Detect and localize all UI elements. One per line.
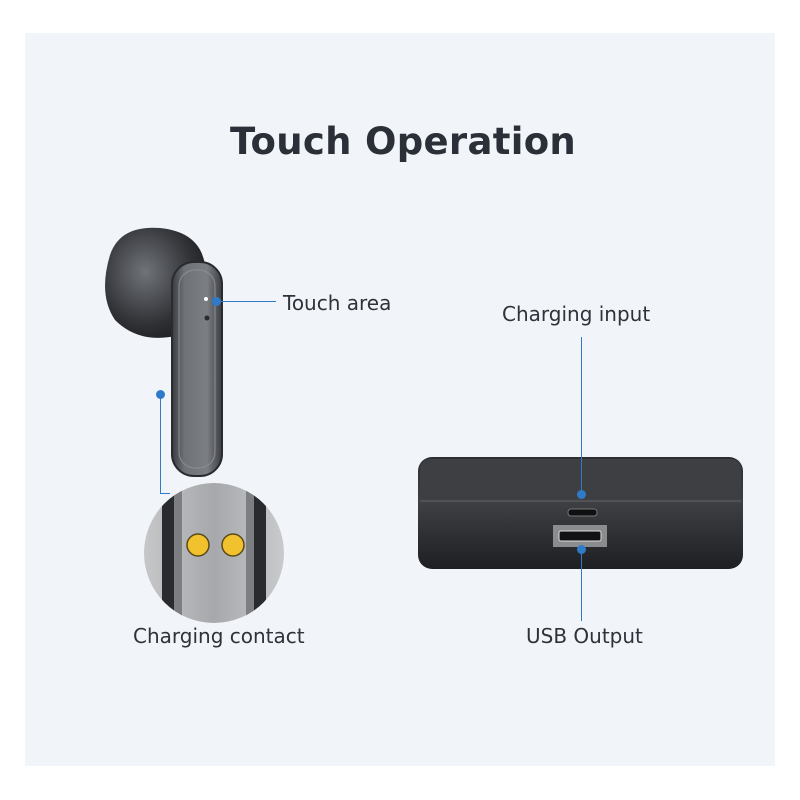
charging-contact-label: Charging contact bbox=[133, 624, 305, 648]
page-title: Touch Operation bbox=[229, 120, 577, 163]
charging-contact-marker bbox=[156, 390, 165, 399]
usb-output-label: USB Output bbox=[526, 624, 643, 648]
charging-input-marker bbox=[577, 490, 586, 499]
touch-area-leader-line bbox=[216, 301, 276, 302]
charging-input-leader-line bbox=[581, 337, 582, 494]
background-panel bbox=[25, 33, 775, 766]
charging-contact-leader-line-end bbox=[160, 493, 170, 494]
usb-output-leader-line bbox=[581, 549, 582, 621]
charging-input-label: Charging input bbox=[502, 302, 651, 326]
charging-contact-leader-line bbox=[160, 395, 161, 493]
touch-area-label: Touch area bbox=[283, 291, 392, 315]
charging-contact-zoom bbox=[144, 483, 284, 623]
charging-case bbox=[418, 457, 743, 569]
earbud bbox=[105, 227, 223, 477]
